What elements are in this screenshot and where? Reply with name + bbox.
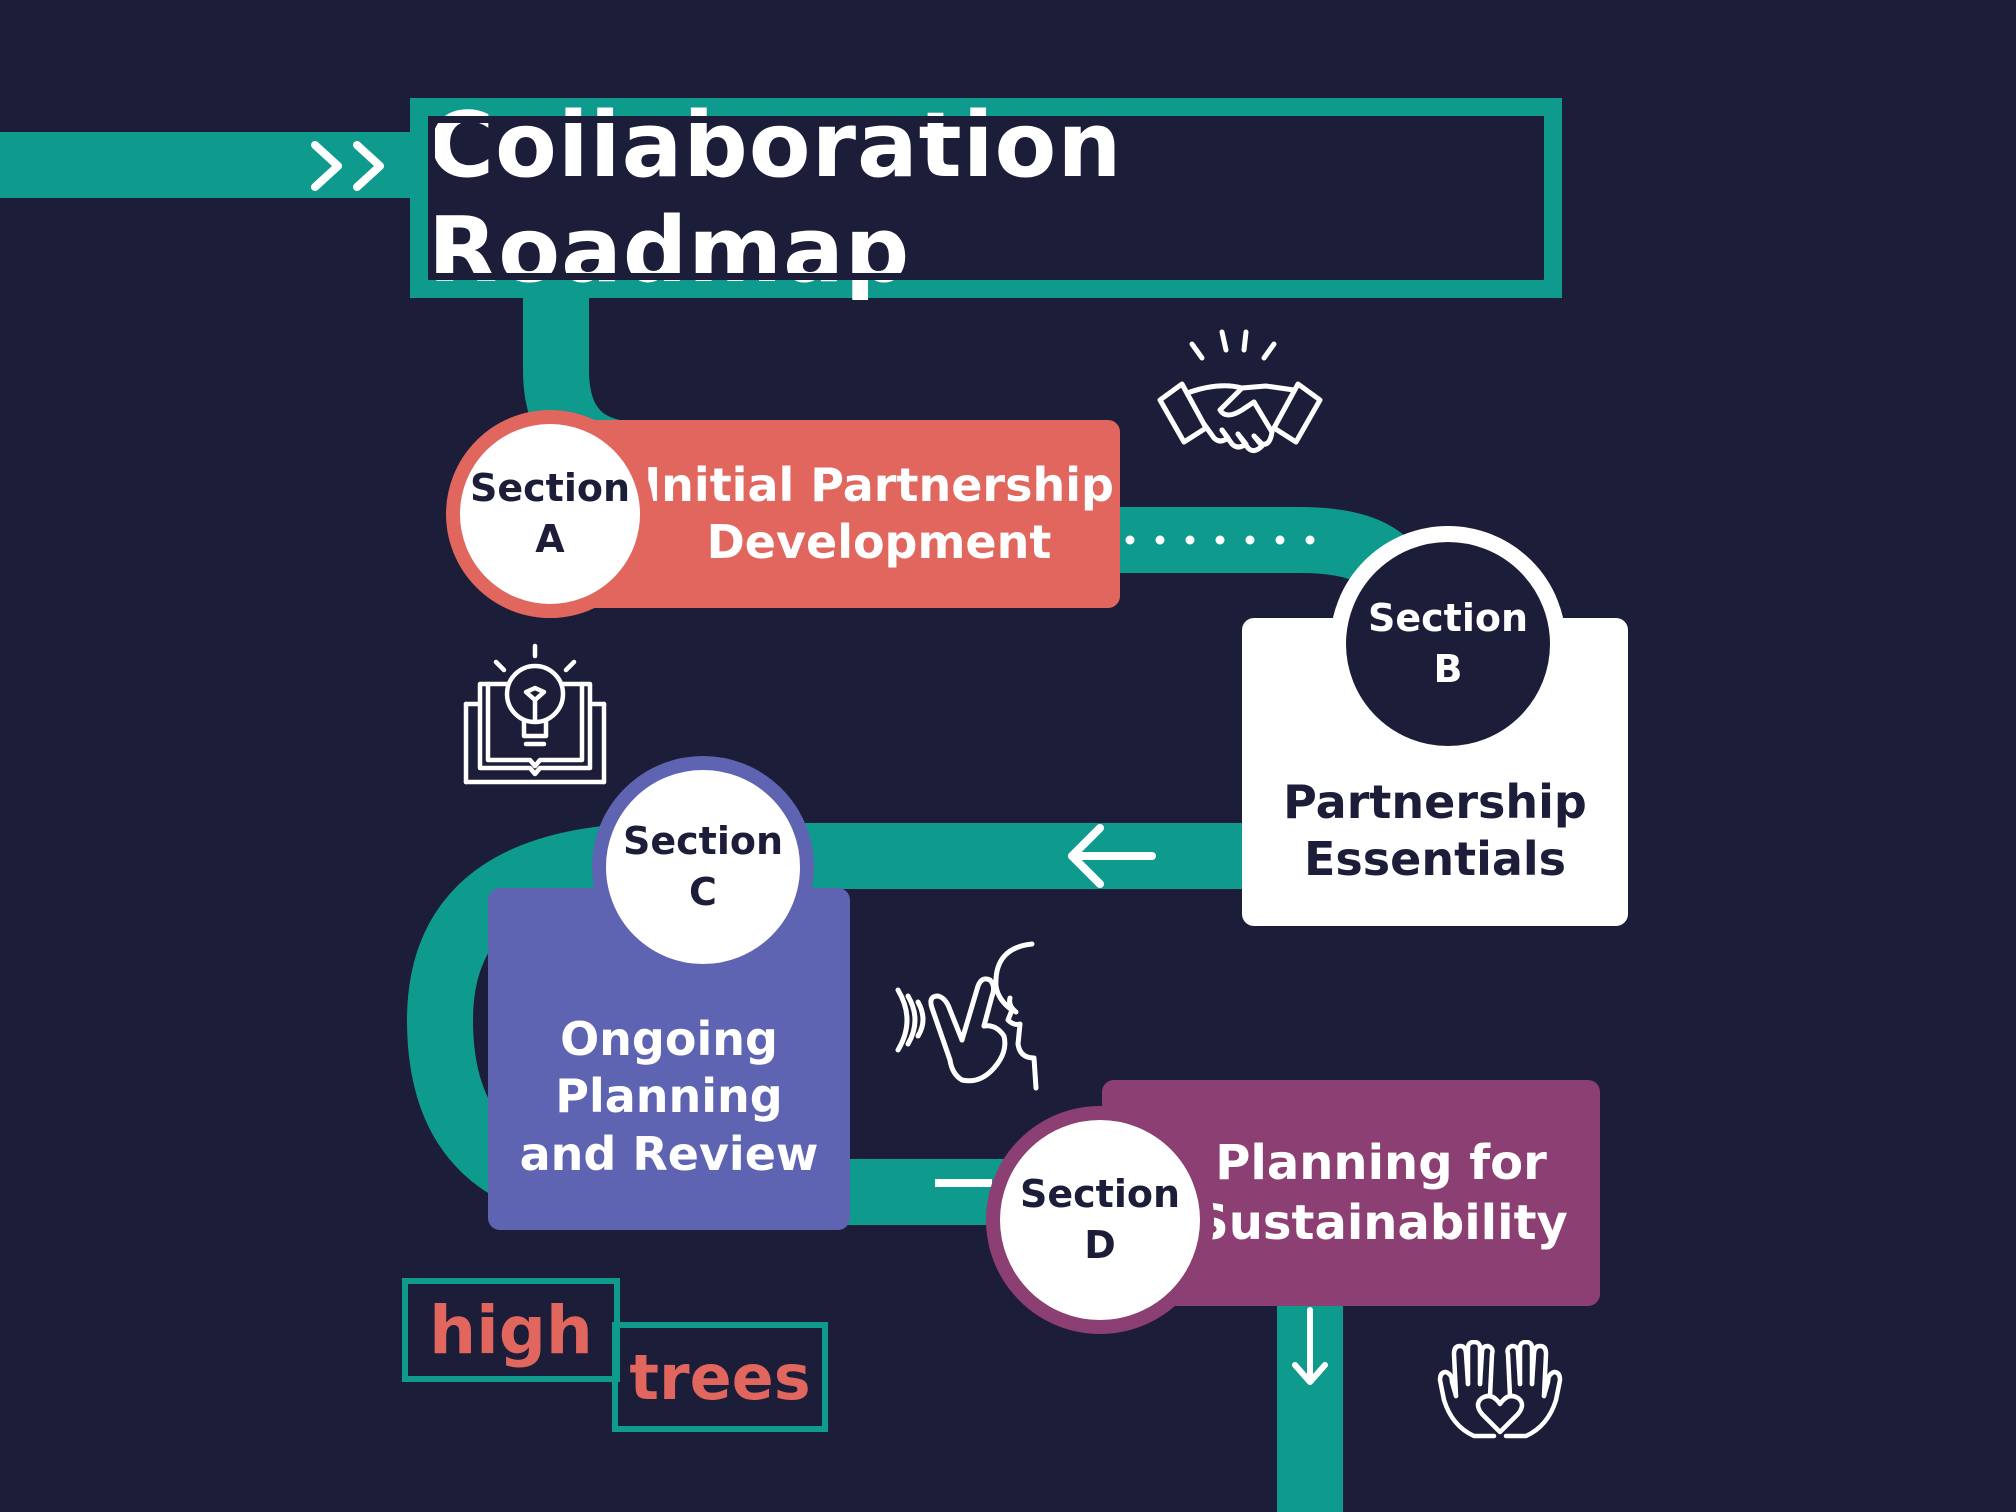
section-d-name-line1: Planning for [1215,1135,1547,1191]
dotted-connector [1125,535,1315,545]
hands-heart-icon [1437,1340,1563,1439]
section-b-card: Partnership Essentials [1242,618,1628,926]
section-d-badge: Section D [986,1106,1214,1334]
section-b-name-line2: Essentials [1303,832,1567,886]
title-box: Collaboration Roadmap [410,93,1562,303]
section-b-badge: Section B [1330,526,1566,762]
handshake-icon [1157,329,1323,454]
section-b-label: Section [1367,595,1528,640]
section-a-letter: A [535,517,565,561]
section-c-badge: Section C [592,756,814,978]
lightbulb-book-icon [463,643,607,785]
section-d-letter: D [1084,1223,1116,1267]
logo-high-text: high [429,1291,593,1369]
section-b-letter: B [1433,647,1463,691]
section-c-name-line3: and Review [519,1126,819,1181]
section-c-name-line2: Planning [555,1069,783,1124]
arrow-left-icon [1068,824,1156,888]
arrow-down-icon [1292,1307,1328,1385]
section-d-label: Section [1019,1171,1180,1216]
page-title: Collaboration Roadmap [428,93,1123,303]
section-a-name-line2: Development [706,515,1052,569]
section-a-badge: Section A [446,410,654,618]
section-b-name-line1: Partnership [1283,774,1587,829]
logo-high-box: high [402,1278,620,1382]
section-c-label: Section [622,818,783,863]
section-c-name-line1: Ongoing [560,1011,778,1066]
section-c-letter: C [689,870,717,914]
listening-ear-icon [895,941,1039,1091]
chevrons-icon [311,141,384,191]
logo-trees-box: trees [612,1322,828,1432]
logo-trees-text: trees [629,1340,811,1414]
section-d-name-line2: Sustainability [1194,1195,1568,1251]
section-a-label: Section [469,465,630,510]
section-a-name-line1: Initial Partnership [644,457,1114,512]
